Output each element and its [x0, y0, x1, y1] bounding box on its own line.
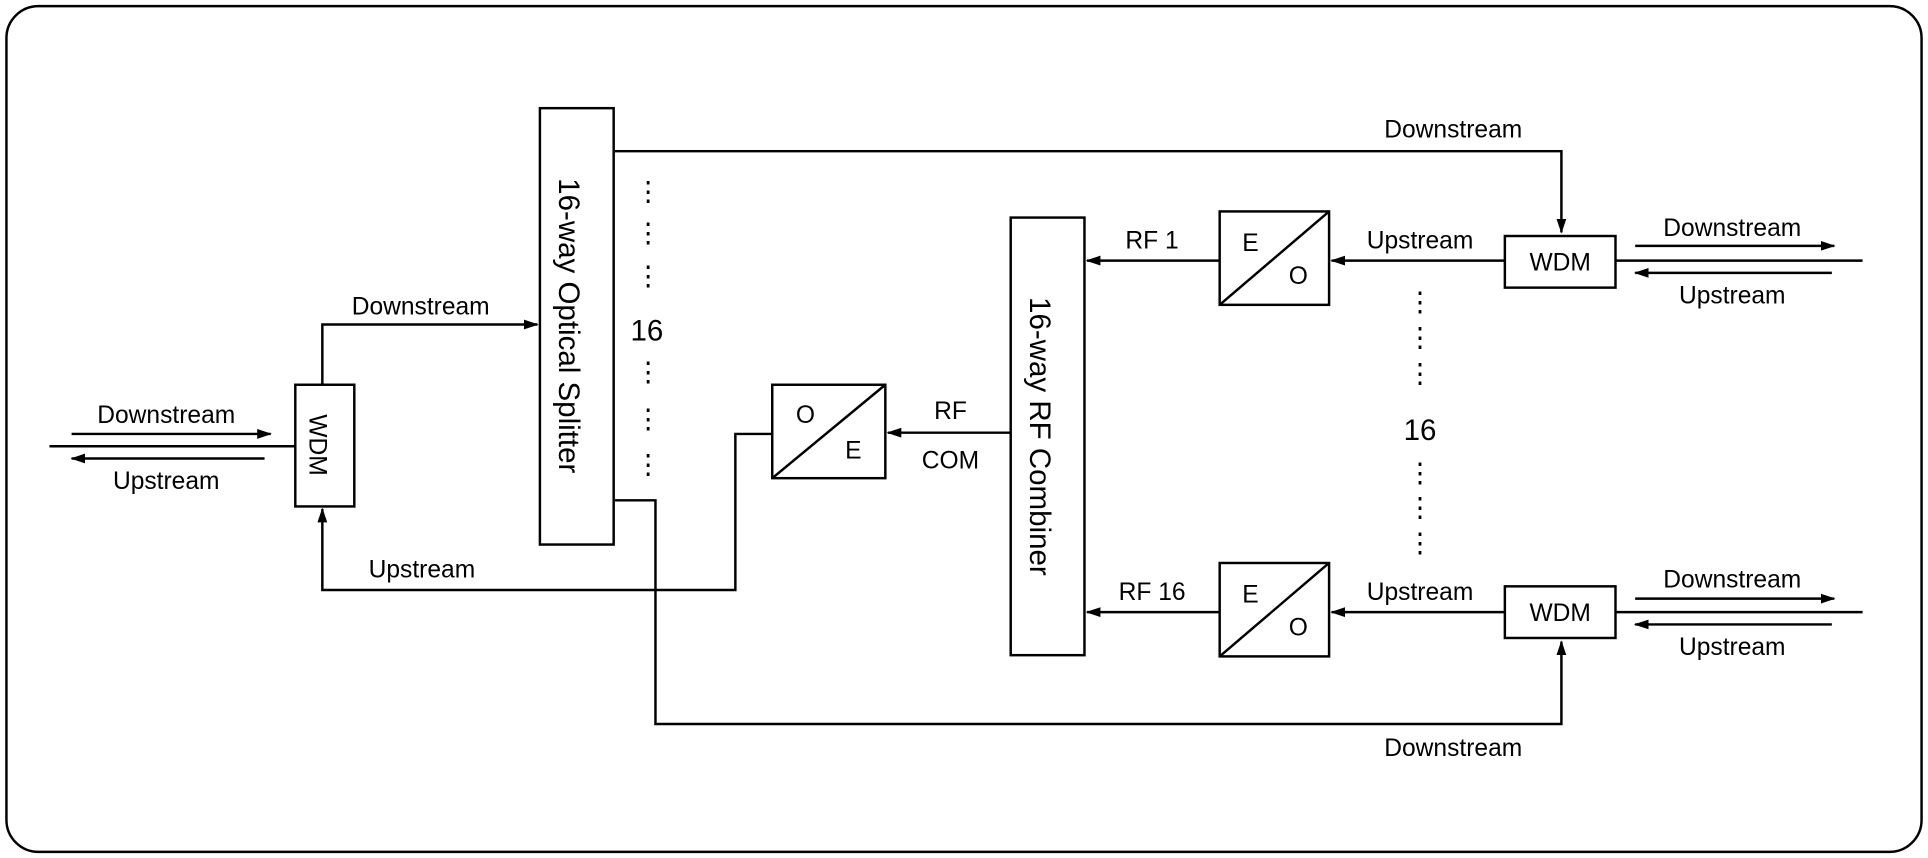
- rf-label: RF: [934, 398, 967, 425]
- svg-text:⋮: ⋮: [635, 261, 662, 291]
- upstream-label: Upstream: [1679, 634, 1786, 661]
- upstream-label: Upstream: [369, 557, 476, 584]
- upstream-return-line: [317, 432, 773, 592]
- downstream-label: Downstream: [1384, 117, 1522, 144]
- o-label: O: [1289, 263, 1308, 290]
- rf-combiner: 16-way RF Combiner: [1009, 216, 1086, 657]
- com-label: COM: [922, 447, 979, 474]
- upstream-label: Upstream: [1367, 579, 1474, 606]
- optical-splitter: 16-way Optical Splitter: [538, 106, 615, 546]
- svg-text:⋮: ⋮: [1407, 528, 1434, 558]
- diagram-frame: [5, 4, 1923, 854]
- branch-count: 16: [1404, 414, 1437, 447]
- splitter-output-ellipsis: ⋮ ⋮ ⋮ 16 ⋮ ⋮ ⋮: [630, 176, 663, 479]
- downstream-label: Downstream: [1663, 215, 1801, 242]
- e-label: E: [845, 438, 861, 465]
- upstream-label: Upstream: [1679, 283, 1786, 310]
- svg-text:⋮: ⋮: [1407, 358, 1434, 388]
- svg-text:⋮: ⋮: [635, 357, 662, 387]
- downstream-label: Downstream: [97, 402, 235, 429]
- wdm-top: WDM: [1503, 234, 1617, 289]
- svg-text:⋮: ⋮: [1407, 492, 1434, 522]
- combiner-label: 16-way RF Combiner: [1023, 297, 1056, 576]
- svg-text:⋮: ⋮: [1407, 458, 1434, 488]
- svg-text:⋮: ⋮: [635, 449, 662, 479]
- oe-converter: O E: [771, 383, 887, 480]
- left-wdm: WDM: [294, 383, 356, 508]
- eo-converter-bottom: E O: [1218, 561, 1331, 658]
- upstream-label: Upstream: [113, 468, 220, 495]
- downstream-to-splitter-line: [321, 319, 539, 385]
- wdm-label: WDM: [1529, 600, 1590, 627]
- o-label: O: [1289, 615, 1308, 642]
- e-label: E: [1242, 581, 1258, 608]
- e-label: E: [1242, 230, 1258, 257]
- rf16-label: RF 16: [1119, 579, 1186, 606]
- left-fiber: Downstream Upstream: [49, 402, 296, 495]
- downstream-label: Downstream: [1384, 735, 1522, 762]
- branch-ellipsis: ⋮ ⋮ ⋮ 16 ⋮ ⋮ ⋮: [1404, 287, 1437, 558]
- upstream-label: Upstream: [1367, 227, 1474, 254]
- wdm-bottom: WDM: [1503, 585, 1617, 640]
- downstream-feed-bottom: [614, 499, 1567, 726]
- eo-converter-top: E O: [1218, 210, 1331, 307]
- splitter-count: 16: [630, 314, 663, 347]
- svg-text:⋮: ⋮: [635, 404, 662, 434]
- o-label: O: [796, 402, 815, 429]
- rf1-label: RF 1: [1125, 227, 1178, 254]
- wdm-label: WDM: [304, 414, 331, 475]
- svg-text:⋮: ⋮: [635, 218, 662, 248]
- splitter-label: 16-way Optical Splitter: [552, 178, 585, 473]
- downstream-feed-top: [614, 149, 1567, 234]
- svg-text:⋮: ⋮: [1407, 287, 1434, 317]
- downstream-label: Downstream: [352, 294, 490, 321]
- svg-text:⋮: ⋮: [635, 176, 662, 206]
- svg-text:⋮: ⋮: [1407, 323, 1434, 353]
- downstream-label: Downstream: [1663, 567, 1801, 594]
- wdm-label: WDM: [1529, 249, 1590, 276]
